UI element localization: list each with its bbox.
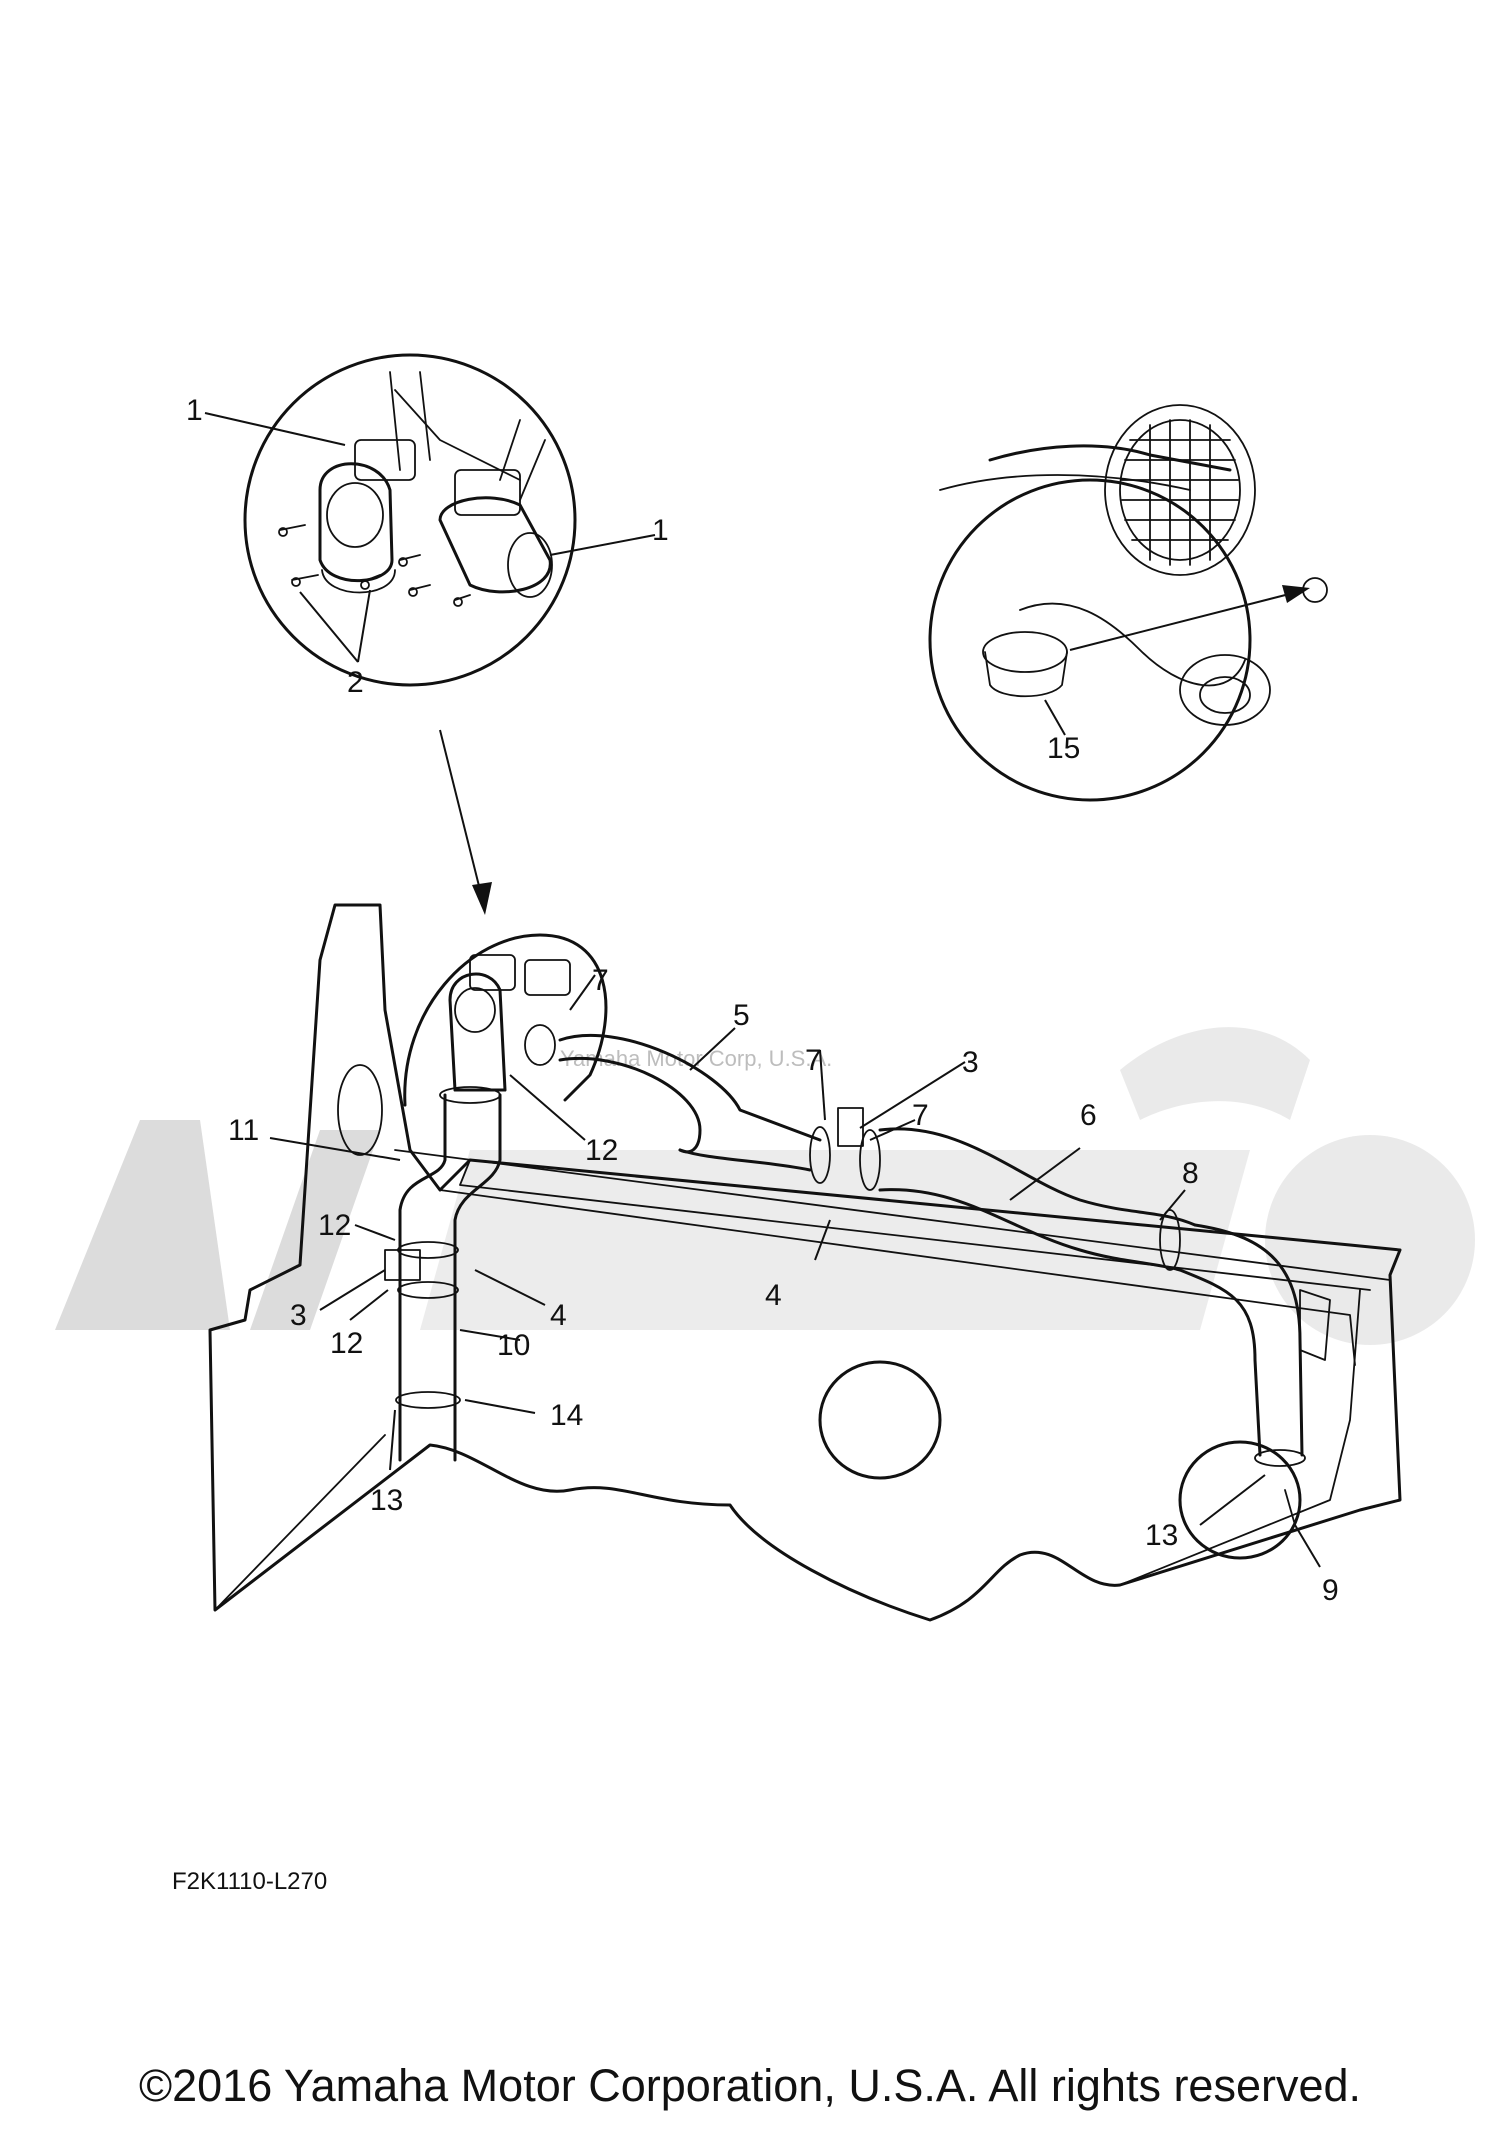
- drawing-code: F2K1110-L270: [172, 1868, 328, 1895]
- detail-arrow: [439, 729, 486, 911]
- callout-8: 8: [1182, 1157, 1199, 1190]
- callout-13b: 13: [1145, 1519, 1178, 1552]
- leader-lines: [269, 974, 1321, 1568]
- hull-assembly: [208, 903, 1402, 1622]
- inset-circle-hose-mount: [403, 933, 608, 1107]
- callout-5: 5: [733, 999, 750, 1032]
- callout-3a: 3: [962, 1046, 979, 1079]
- callout-2: 2: [347, 666, 364, 699]
- callout-6: 6: [1080, 1099, 1097, 1132]
- callout-7a: 7: [592, 964, 609, 997]
- callout-12b: 12: [318, 1209, 351, 1242]
- callout-7b: 7: [805, 1044, 822, 1077]
- callout-1a: 1: [186, 394, 203, 427]
- callout-11: 11: [228, 1114, 259, 1147]
- callout-12c: 12: [330, 1327, 363, 1360]
- arrow-head: [1282, 585, 1310, 603]
- callout-14: 14: [550, 1399, 583, 1432]
- callout-7c: 7: [912, 1099, 929, 1132]
- callout-4a: 4: [765, 1279, 782, 1312]
- callout-15: 15: [1047, 732, 1080, 765]
- copyright-notice: ©2016 Yamaha Motor Corporation, U.S.A. A…: [138, 2060, 1362, 2111]
- detail-circle-drain-vent: [928, 404, 1328, 802]
- callout-1b: 1: [652, 514, 669, 547]
- arrow-head: [472, 882, 492, 915]
- detail-circle-vent-elbows: [204, 353, 656, 687]
- callout-3b: 3: [290, 1299, 307, 1332]
- callout-9: 9: [1322, 1574, 1339, 1607]
- callout-10: 10: [497, 1329, 530, 1362]
- callout-4b: 4: [550, 1299, 567, 1332]
- callout-12a: 12: [585, 1134, 618, 1167]
- callout-13a: 13: [370, 1484, 403, 1517]
- callout-labels: 1 1 2 15 7 5 7 3 7 6 11 12 8 12 4 3 12 4…: [186, 394, 1339, 1607]
- watermark-logo: Yamaha Motor Corp, U.S.A.: [55, 1027, 1475, 1345]
